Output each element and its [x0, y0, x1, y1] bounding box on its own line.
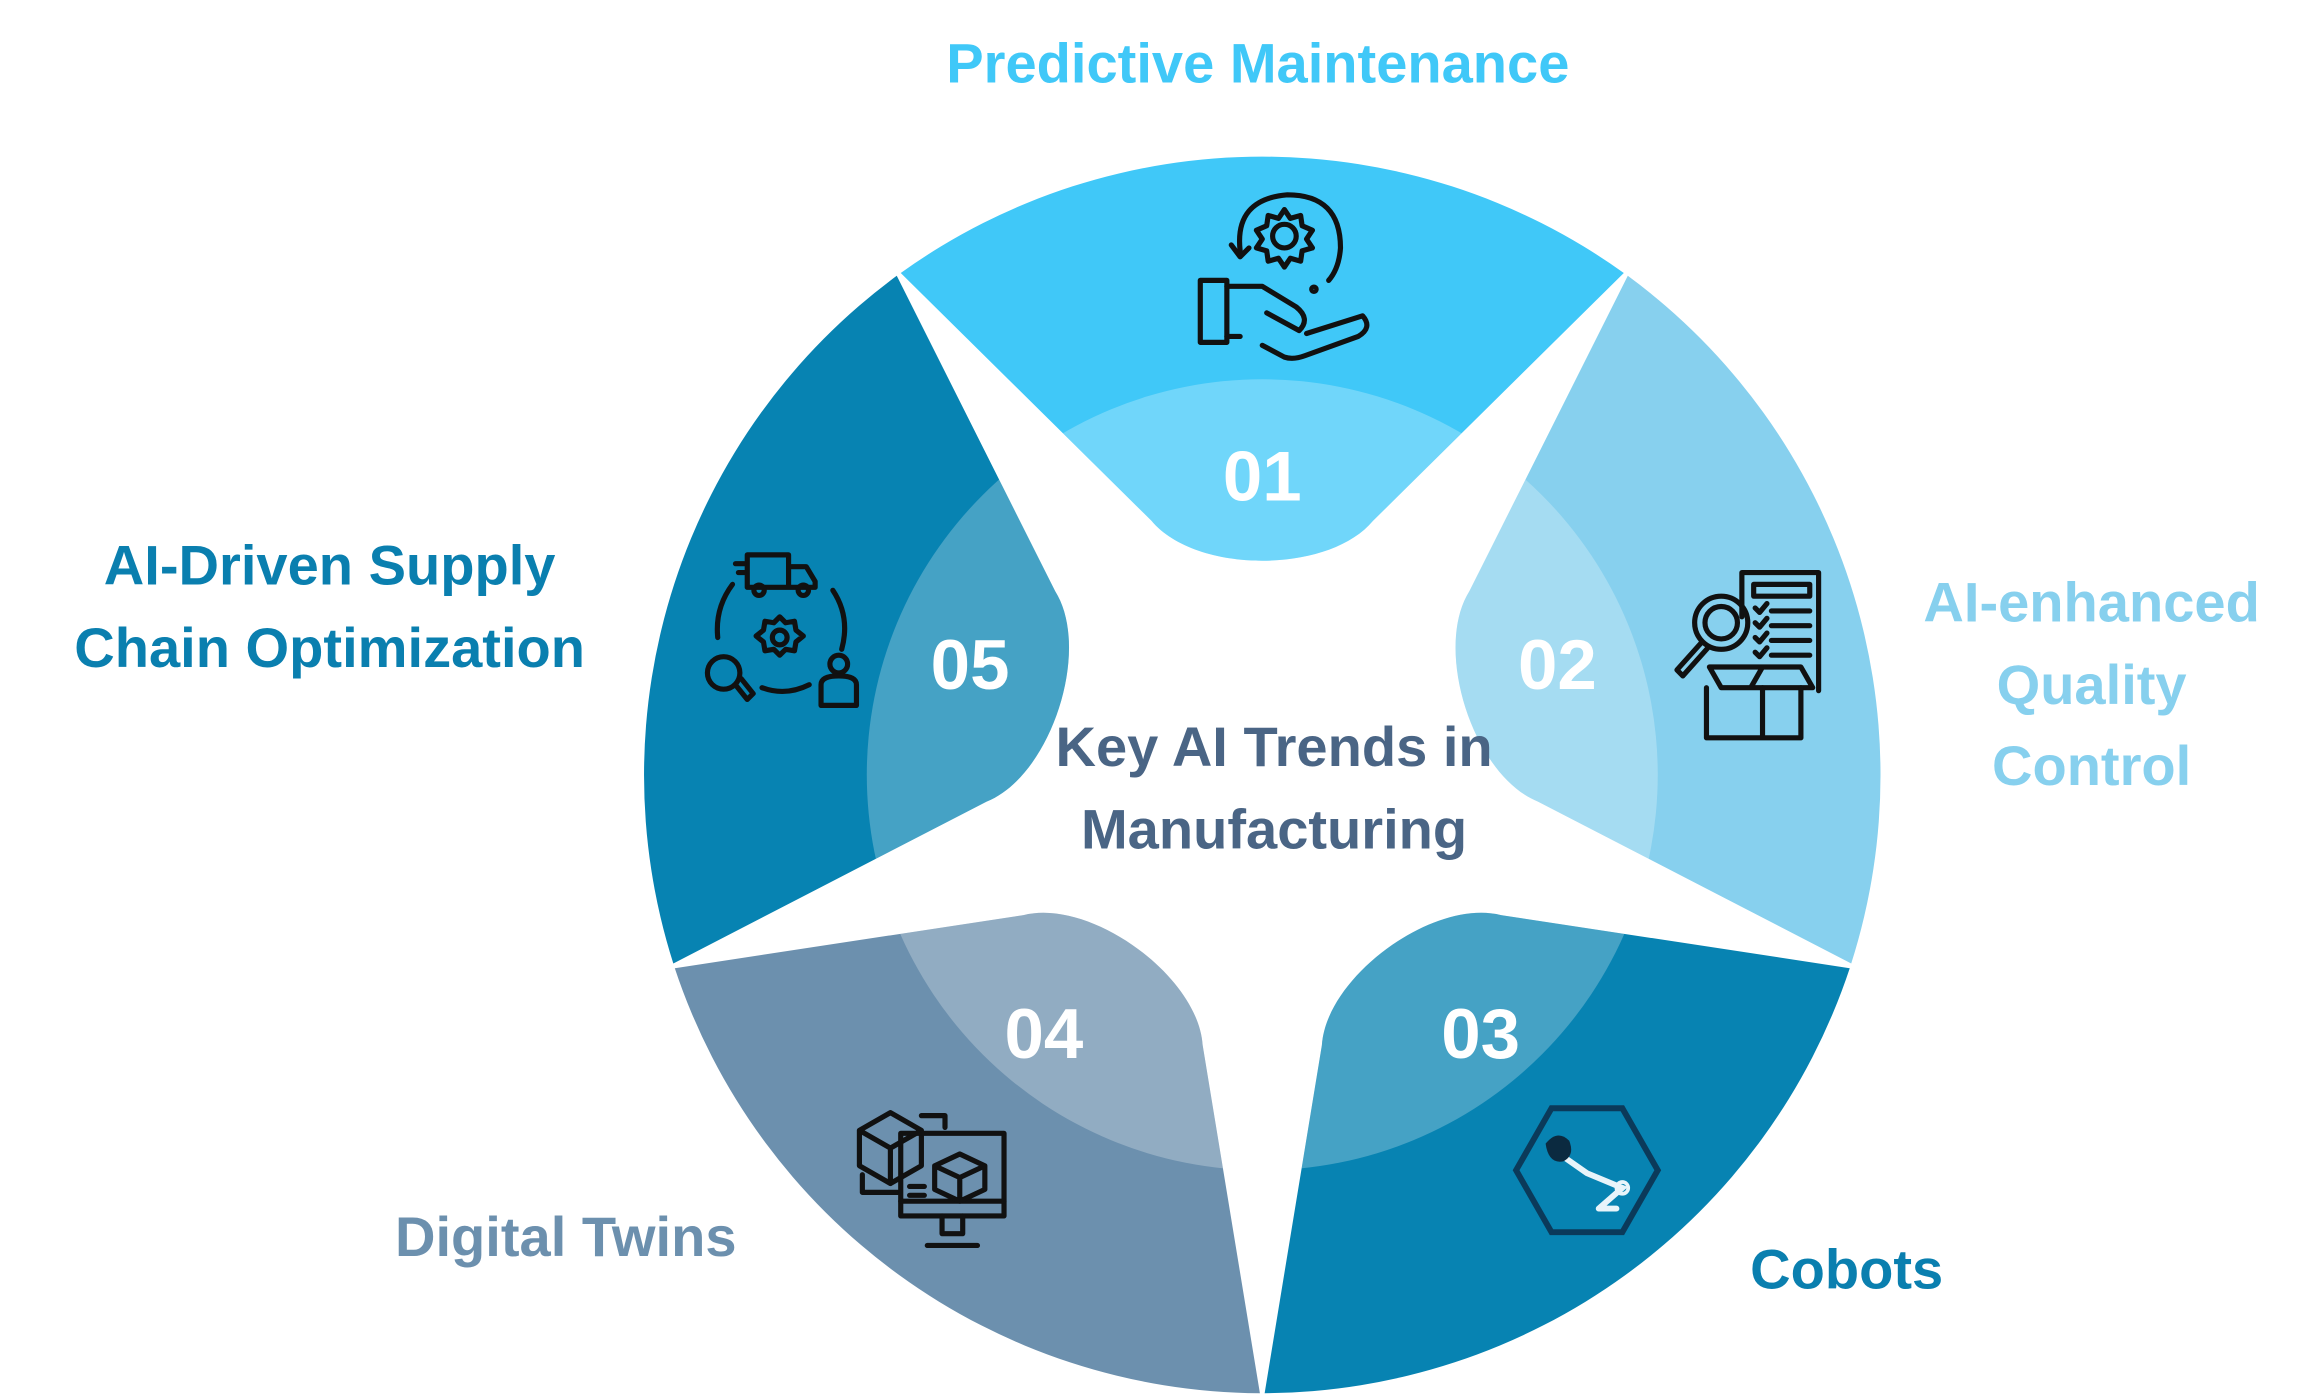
label-line: Chain Optimization: [74, 616, 585, 679]
label-line: AI-Driven Supply: [104, 533, 556, 596]
label-predictive-maintenance: Predictive Maintenance: [946, 32, 1569, 95]
segment-number-02: 02: [1518, 626, 1597, 705]
magnifier-checklist-box-icon: [1674, 569, 1822, 741]
cube-monitor-digital-twin-icon: [856, 1110, 1007, 1249]
label-line: Quality: [1997, 653, 2187, 716]
segment-number-04: 04: [1004, 995, 1083, 1074]
segment-02: [1455, 275, 1881, 964]
segment-01: [900, 156, 1624, 561]
segment-05: [644, 275, 1070, 964]
segment-number-01: 01: [1223, 437, 1302, 516]
label-supply-chain: AI-Driven Supply Chain Optimization: [74, 533, 585, 679]
truck-gear-supply-chain-icon: [704, 552, 860, 708]
label-quality-control: AI-enhanced Quality Control: [1923, 570, 2259, 797]
robot-arm-hexagon-icon: [1512, 1105, 1662, 1236]
hand-gear-maintenance-icon: [1197, 192, 1370, 361]
label-line: AI-enhanced: [1923, 570, 2259, 633]
segment-number-03: 03: [1441, 995, 1520, 1074]
center-title-line-1: Key AI Trends in: [1055, 715, 1492, 778]
label-digital-twins: Digital Twins: [395, 1205, 737, 1268]
label-line: Control: [1992, 734, 2191, 797]
label-cobots: Cobots: [1750, 1237, 1943, 1300]
segment-number-05: 05: [931, 626, 1010, 705]
segment-ring: [644, 156, 1881, 1394]
segment-04: [674, 912, 1260, 1394]
center-title-line-2: Manufacturing: [1081, 798, 1467, 861]
